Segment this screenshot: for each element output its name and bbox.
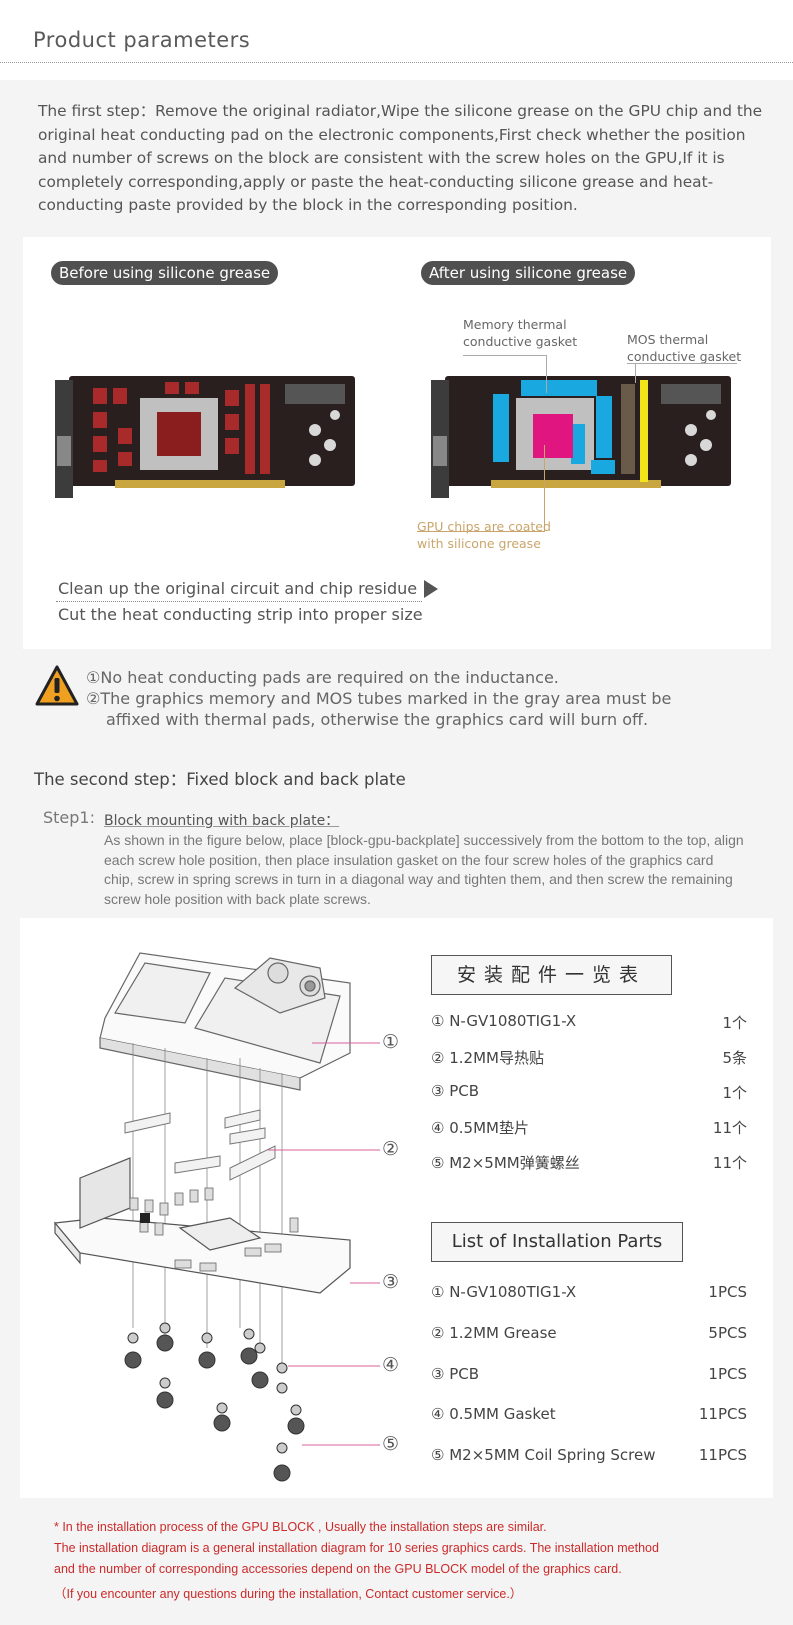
callout-number-2: ②	[382, 1138, 400, 1160]
part-name: ② 1.2MM Grease	[431, 1324, 557, 1342]
warning-line-1: ①No heat conducting pads are required on…	[86, 668, 559, 687]
after-label: After using silicone grease	[421, 261, 636, 285]
part-qty: 1个	[722, 1014, 747, 1032]
step1-instructions: The first step：Remove the original radia…	[38, 102, 763, 214]
part-qty: 11个	[712, 1119, 747, 1137]
warning-line-3: affixed with thermal pads, otherwise the…	[106, 710, 649, 729]
part-name: ① N-GV1080TIG1-X	[431, 1283, 577, 1301]
callout-number-1: ①	[382, 1031, 400, 1053]
header-divider	[0, 62, 793, 63]
callout-number-4: ④	[382, 1354, 400, 1376]
part-qty: 1个	[722, 1084, 747, 1102]
arrow-right-icon	[424, 580, 438, 598]
gpu-callout-rule	[417, 531, 545, 532]
mos-callout-line1: MOS thermal	[627, 332, 709, 347]
part-name: ⑤ M2×5MM弹簧螺丝	[431, 1154, 580, 1172]
footnote-line-3: and the number of corresponding accessor…	[54, 1562, 622, 1576]
installation-diagram-box: ① ② ③ ④ ⑤	[20, 918, 773, 1498]
pcb-black-chip	[140, 1213, 150, 1223]
part-qty: 1PCS	[708, 1365, 747, 1383]
gpu-callout-line2: with silicone grease	[417, 536, 541, 551]
part-qty: 11PCS	[698, 1405, 747, 1423]
part-name: ④ 0.5MM Gasket	[431, 1405, 556, 1423]
after-gpu-card-image	[431, 376, 731, 498]
footnote-line-1: * In the installation process of the GPU…	[54, 1520, 547, 1534]
part-name: ④ 0.5MM垫片	[431, 1119, 529, 1137]
part-qty: 11PCS	[698, 1446, 747, 1464]
step-label: Step1:	[43, 808, 95, 827]
grease-comparison-box: Before using silicone grease After using…	[23, 237, 771, 649]
memory-callout-line1: Memory thermal	[463, 317, 567, 332]
mos-callout-leader	[635, 363, 636, 383]
before-gpu-card-image	[55, 376, 355, 498]
gpu-callout: GPU chips are coated with silicone greas…	[417, 518, 551, 552]
part-name: ③ PCB	[431, 1365, 480, 1383]
spring-screws	[124, 1322, 305, 1482]
part-qty: 5条	[722, 1049, 747, 1067]
mos-callout-line2: conductive gasket	[627, 349, 742, 364]
mos-callout-rule	[627, 363, 737, 364]
callout-number-3: ③	[382, 1271, 400, 1293]
clean-instruction-divider	[56, 601, 422, 602]
warning-icon	[35, 665, 79, 706]
mos-callout: MOS thermal conductive gasket	[627, 331, 741, 365]
part-name: ② 1.2MM导热贴	[431, 1049, 544, 1067]
part-name: ① N-GV1080TIG1-X	[431, 1012, 577, 1030]
step-description: As shown in the figure below, place [blo…	[104, 832, 744, 907]
before-label: Before using silicone grease	[51, 261, 279, 285]
gpu-callout-leader	[544, 445, 545, 531]
part-qty: 11个	[712, 1154, 747, 1172]
water-block-part	[99, 952, 351, 1091]
part-name: ⑤ M2×5MM Coil Spring Screw	[431, 1446, 656, 1464]
pcb-part	[53, 1157, 351, 1294]
page-title: Product parameters	[33, 28, 251, 52]
gpu-callout-line1: GPU chips are coated	[417, 519, 551, 534]
footnote-line-4: （If you encounter any questions during t…	[54, 1587, 523, 1601]
step2-title: The second step：Fixed block and back pla…	[34, 770, 406, 789]
exploded-assembly-diagram	[53, 952, 380, 1482]
warning-line-2: ②The graphics memory and MOS tubes marke…	[86, 689, 672, 708]
parts-list-cn-title: 安装配件一览表	[431, 955, 672, 995]
step-subtitle: Block mounting with back plate：	[104, 813, 340, 829]
memory-callout-leader	[546, 355, 547, 393]
callout-number-5: ⑤	[382, 1433, 400, 1455]
footnote-line-2: The installation diagram is a general in…	[54, 1541, 659, 1555]
memory-callout-rule	[463, 355, 547, 356]
part-qty: 5PCS	[708, 1324, 747, 1342]
part-name: ③ PCB	[431, 1082, 480, 1100]
memory-callout-line2: conductive gasket	[463, 334, 578, 349]
clean-instruction: Clean up the original circuit and chip r…	[58, 579, 418, 598]
part-qty: 1PCS	[708, 1283, 747, 1301]
memory-callout: Memory thermal conductive gasket	[463, 316, 577, 350]
cut-instruction: Cut the heat conducting strip into prope…	[58, 605, 423, 624]
parts-list-en-title: List of Installation Parts	[431, 1222, 683, 1262]
page-header: Product parameters	[0, 0, 793, 64]
